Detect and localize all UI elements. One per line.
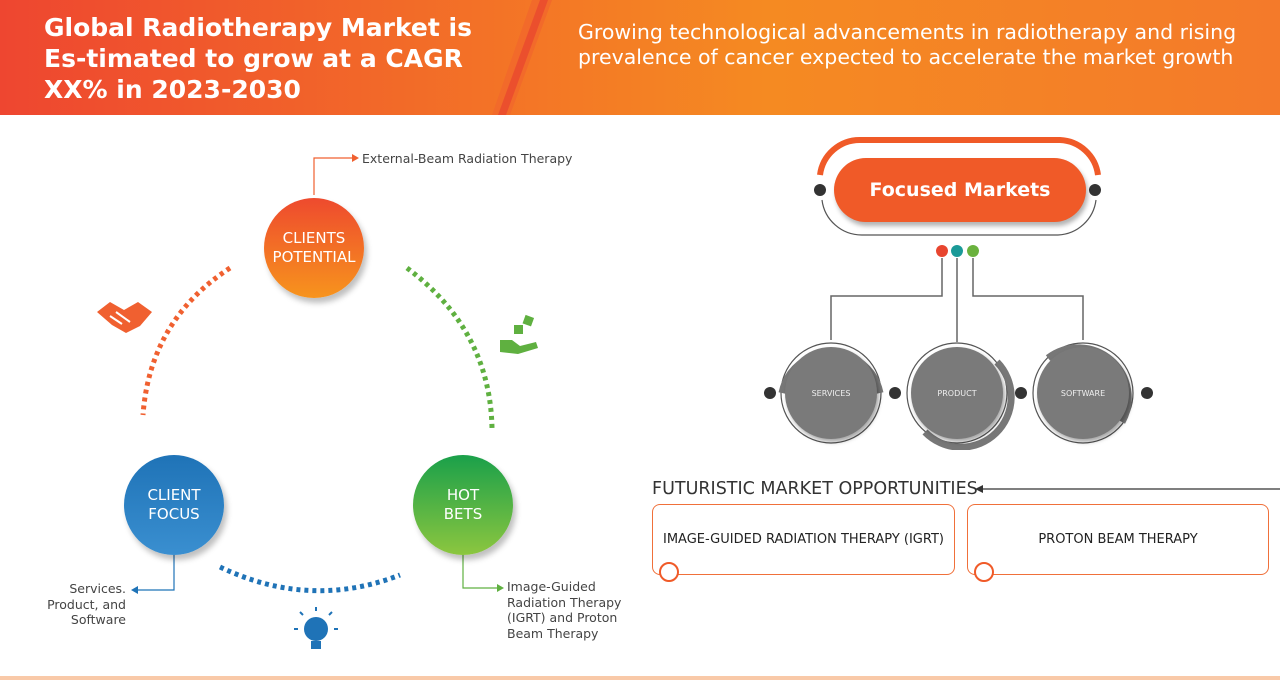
handshake-icon [97,302,152,333]
hot-bets-note: Image-Guided Radiation Therapy (IGRT) an… [507,579,622,641]
circle-marker-icon [659,562,679,582]
opportunity-card-igrt: IMAGE-GUIDED RADIATION THERAPY (IGRT) [652,504,955,582]
hot-bets-label: HOT BETS [443,486,483,523]
external-beam-note: External-Beam Radiation Therapy [362,151,573,166]
circle-marker-icon [974,562,994,582]
opportunity-card-proton: PROTON BEAM THERAPY [967,504,1269,582]
bottom-border [0,676,1280,680]
arrow-left-icon [975,485,1280,493]
cycle-diagram [97,154,538,649]
client-focus-note: Services. Product, and Software [47,581,126,627]
focused-markets-title: Focused Markets [834,158,1086,222]
page-subtitle: Growing technological advancements in ra… [578,20,1237,69]
software-circle: SOFTWARE [1037,347,1129,439]
banner-divider [492,0,552,115]
opportunity-label: PROTON BEAM THERAPY [1038,532,1198,547]
clients-potential-label: CLIENTS POTENTIAL [272,229,356,266]
futuristic-title: FUTURISTIC MARKET OPPORTUNITIES [652,479,978,499]
orange-dotted-arc [140,265,232,416]
blue-dotted-arc [218,564,401,594]
lightbulb-icon [294,607,338,649]
green-dotted-arc [405,265,495,429]
client-focus-label: CLIENT FOCUS [147,486,201,523]
header-banner: Global Radiotherapy Market is Es-timated… [0,0,1280,115]
hand-dice-icon [500,314,538,354]
page-title: Global Radiotherapy Market is Es-timated… [44,13,472,104]
services-circle: SERVICES [785,347,877,439]
opportunity-label: IMAGE-GUIDED RADIATION THERAPY (IGRT) [663,532,944,547]
clients-potential-circle: CLIENTS POTENTIAL [264,198,364,298]
client-focus-circle: CLIENT FOCUS [124,455,224,555]
product-circle: PRODUCT [911,347,1003,439]
hot-bets-circle: HOT BETS [413,455,513,555]
